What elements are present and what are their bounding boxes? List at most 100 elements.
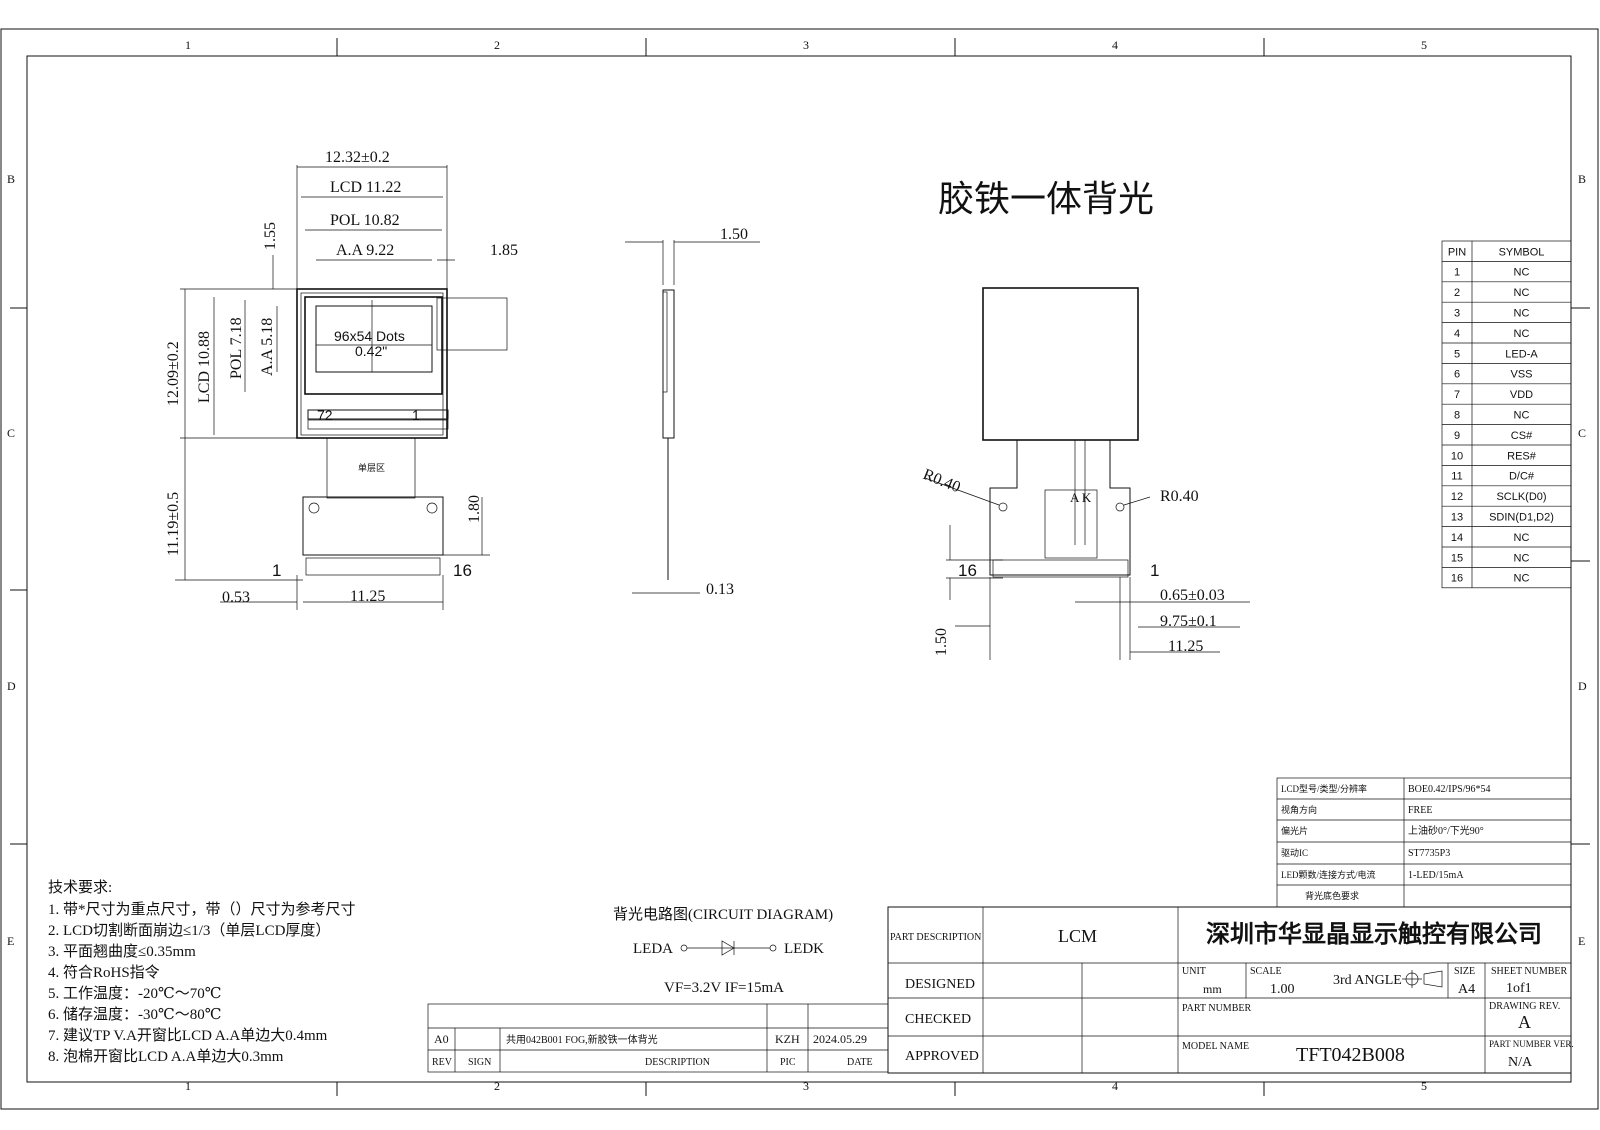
dim-pol-height: POL 7.18 — [228, 317, 245, 379]
row-label: C — [7, 426, 15, 440]
pin-symbol: NC — [1514, 307, 1530, 319]
dim-pol-width: POL 10.82 — [330, 212, 400, 229]
pin-symbol: NC — [1514, 532, 1530, 544]
pin-symbol: NC — [1514, 267, 1530, 279]
spec-value: ST7735P3 — [1408, 848, 1450, 859]
size-label: SIZE — [1454, 966, 1475, 977]
spec-label: 视角方向 — [1281, 804, 1317, 815]
backlight-title: 胶铁一体背光 — [938, 179, 1154, 219]
company-name: 深圳市华显晶显示触控有限公司 — [1206, 920, 1542, 948]
spec-value: 1-LED/15mA — [1408, 870, 1464, 881]
rev-code: A0 — [434, 1032, 449, 1046]
spec-label: 驱动IC — [1281, 848, 1308, 858]
sheet-value: 1of1 — [1506, 981, 1532, 996]
front-view — [175, 165, 508, 610]
pin-number: 1 — [1454, 267, 1460, 279]
pin-number: 11 — [1451, 471, 1462, 483]
diagonal-size-label: 0.42" — [355, 343, 387, 359]
dim-radius-right: R0.40 — [1160, 488, 1199, 505]
circuit-leda: LEDA — [633, 941, 673, 957]
dim-fpc-offset: 1.85 — [490, 242, 518, 259]
pin-number: 4 — [1454, 328, 1460, 340]
dim-aa-width: A.A 9.22 — [336, 242, 394, 259]
pin-number: 7 — [1454, 389, 1460, 401]
scale-value: 1.00 — [1270, 982, 1295, 997]
spec-value: 上油砂0°/下光90° — [1408, 824, 1484, 837]
pin-symbol: CS# — [1511, 430, 1533, 442]
col-label: 4 — [1112, 1079, 1118, 1093]
pin-symbol: VSS — [1510, 369, 1532, 381]
rev-description: 共用042B001 FOG,新胶铁一体背光 — [506, 1033, 658, 1046]
note-item: 2. LCD切割断面崩边≤1/3（单层LCD厚度） — [48, 922, 330, 939]
pin-number: 6 — [1454, 369, 1460, 381]
pin-symbol: SCLK(D0) — [1496, 491, 1546, 503]
rev-header: DESCRIPTION — [645, 1057, 710, 1068]
unit-value: mm — [1203, 982, 1222, 996]
spec-value: FREE — [1408, 805, 1432, 816]
dim-pad-height: 1.80 — [466, 495, 483, 523]
pin-number: 16 — [1451, 573, 1463, 585]
dim-lcd-height: LCD 10.88 — [196, 331, 213, 403]
dim-radius-left: R0.40 — [921, 466, 963, 496]
pin-number: 10 — [1451, 450, 1463, 462]
checked-label: CHECKED — [905, 1012, 971, 1027]
dot-resolution-label: 96x54 Dots — [334, 328, 405, 344]
circuit-params: VF=3.2V IF=15mA — [664, 980, 784, 996]
dim-fpc-thickness: 0.13 — [706, 581, 734, 598]
pin-number: 5 — [1454, 348, 1460, 360]
designed-label: DESIGNED — [905, 977, 975, 992]
drawing-rev: A — [1518, 1012, 1531, 1032]
dim-aa-height: A.A 5.18 — [259, 318, 276, 376]
pin-symbol: VDD — [1510, 389, 1533, 401]
pin-number: 15 — [1451, 552, 1463, 564]
pin-number: 9 — [1454, 430, 1460, 442]
dim-pin-pitch: 0.65±0.03 — [1160, 587, 1225, 604]
dim-backlight-width: 11.25 — [1168, 638, 1203, 655]
col-label: 1 — [185, 38, 191, 52]
model-name: TFT042B008 — [1296, 1044, 1405, 1066]
row-label: D — [7, 679, 16, 693]
projection-angle: 3rd ANGLE — [1333, 973, 1402, 988]
title-block — [887, 906, 1572, 1074]
spec-label: LCD型号/类型/分辨率 — [1281, 783, 1367, 794]
circuit-diagram: 背光电路图(CIRCUIT DIAGRAM) LEDA LEDK VF=3.2V… — [613, 906, 833, 996]
rev-header: SIGN — [468, 1057, 491, 1068]
active-area — [315, 305, 433, 373]
rev-pic: KZH — [775, 1032, 800, 1046]
pin-symbol: RES# — [1507, 450, 1537, 462]
model-name-label: MODEL NAME — [1182, 1041, 1249, 1052]
col-label: 3 — [803, 38, 809, 52]
dim-lcd-width: LCD 11.22 — [330, 179, 401, 196]
spec-label: LED颗数/连接方式/电流 — [1281, 869, 1376, 880]
spec-label: 偏光片 — [1281, 825, 1308, 836]
fpc-tail — [326, 437, 416, 499]
driver-ic — [307, 409, 449, 420]
pin-number: 14 — [1451, 532, 1463, 544]
dim-tail-length: 11.19±0.5 — [165, 492, 182, 556]
pin-symbol: D/C# — [1509, 471, 1535, 483]
pin-symbol: SDIN(D1,D2) — [1489, 511, 1554, 523]
pin-symbol: NC — [1514, 552, 1530, 564]
pin-table-header: PIN — [1448, 246, 1466, 258]
spec-table — [1276, 777, 1572, 908]
note-item: 4. 符合RoHS指令 — [48, 964, 160, 981]
drawing-rev-label: DRAWING REV. — [1489, 1001, 1560, 1012]
fpc-tab — [436, 297, 508, 351]
notes-title: 技术要求: — [48, 879, 112, 896]
backlight-pin-left: 16 — [958, 561, 977, 580]
sheet-label: SHEET NUMBER — [1491, 966, 1568, 977]
row-label: E — [1578, 934, 1585, 948]
fpc-pin-right: 16 — [453, 561, 472, 580]
backlight-view — [924, 287, 1250, 660]
col-label: 5 — [1421, 38, 1427, 52]
polarizer-outline — [304, 296, 443, 395]
fpc-pad-area — [302, 496, 444, 556]
row-label: C — [1578, 426, 1586, 440]
row-label: D — [1578, 679, 1587, 693]
note-item: 6. 储存温度：-30℃～80℃ — [48, 1006, 222, 1023]
rev-header: DATE — [847, 1057, 873, 1068]
dim-thickness: 1.50 — [720, 226, 748, 243]
note-item: 8. 泡棉开窗比LCD A.A单边大0.3mm — [48, 1047, 284, 1065]
note-item: 3. 平面翘曲度≤0.35mm — [48, 943, 196, 960]
